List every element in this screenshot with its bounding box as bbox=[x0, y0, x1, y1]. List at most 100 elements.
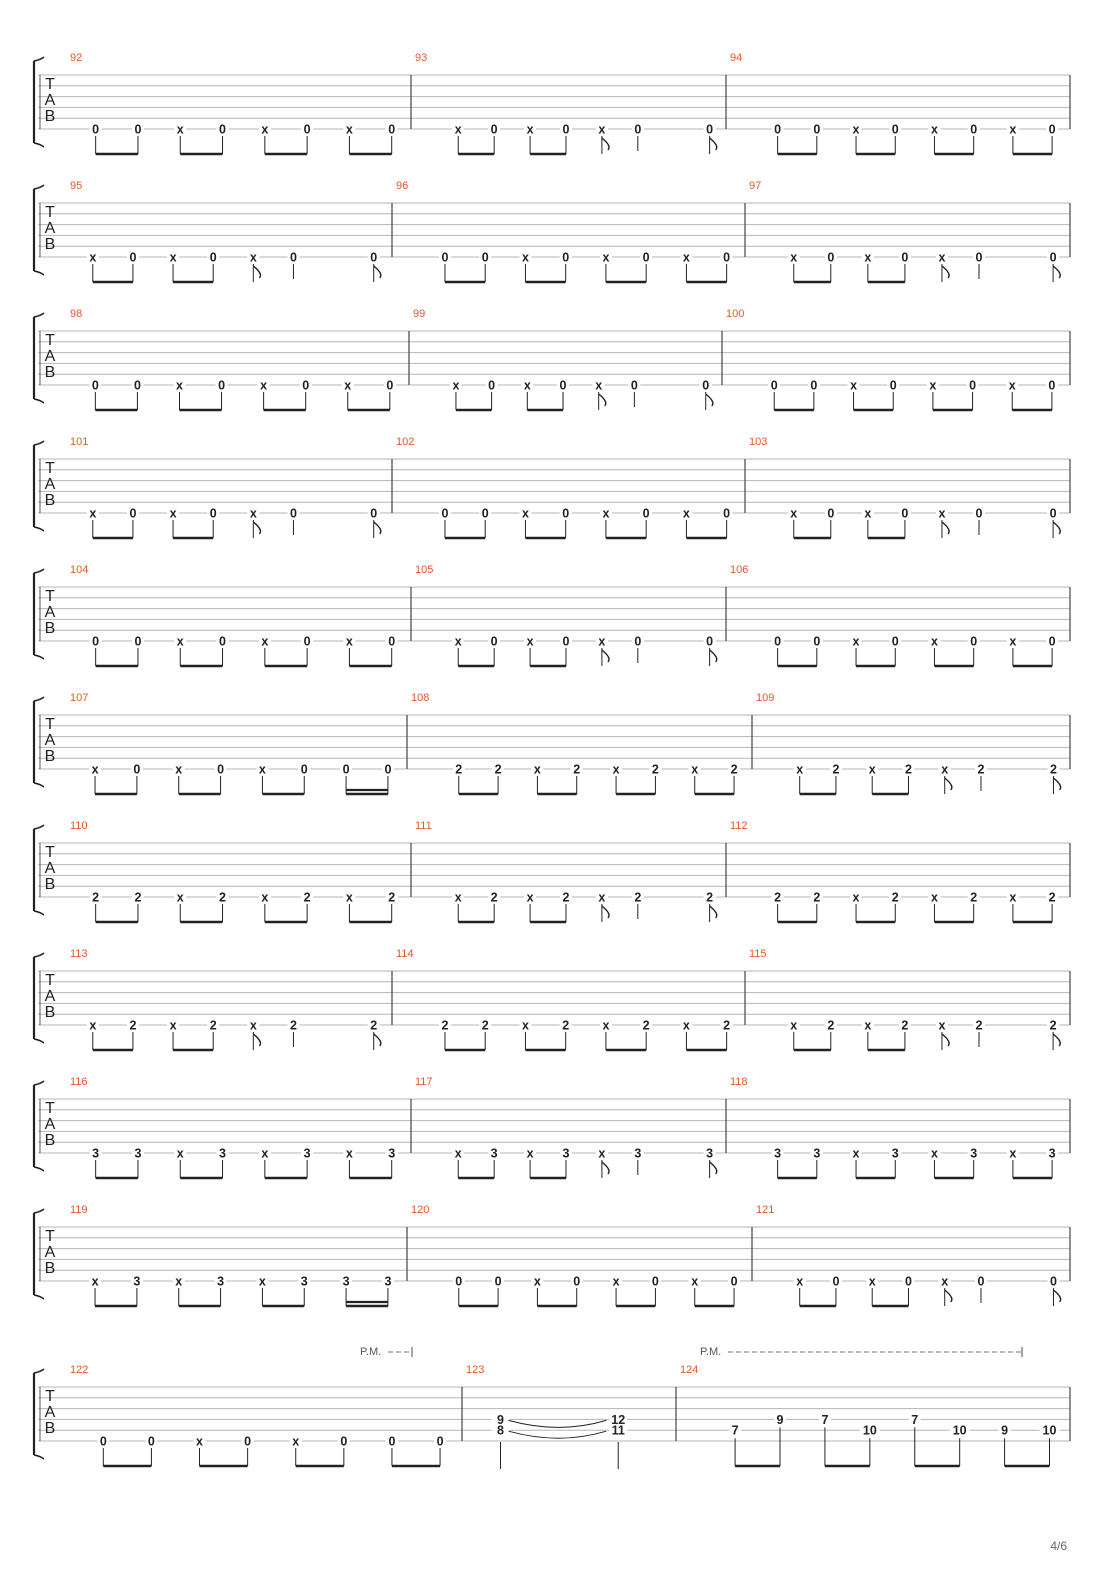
tab-clef-letter: A bbox=[45, 988, 56, 1005]
fret-number: 3 bbox=[634, 1147, 641, 1161]
note-background bbox=[1047, 763, 1060, 775]
fret-number: x bbox=[931, 891, 938, 905]
fret-number: 3 bbox=[301, 1275, 308, 1289]
fret-number: 0 bbox=[340, 1435, 347, 1449]
note-background bbox=[640, 507, 653, 519]
note-background bbox=[385, 1147, 398, 1159]
measure-number: 112 bbox=[730, 820, 748, 832]
fret-number: 0 bbox=[892, 635, 899, 649]
fret-number: x bbox=[177, 123, 184, 137]
note-background bbox=[889, 635, 902, 647]
fret-number: 0 bbox=[810, 379, 817, 393]
note-background bbox=[452, 123, 465, 135]
note-background bbox=[938, 1275, 951, 1287]
note-background bbox=[216, 1147, 229, 1159]
tab-clef-letter: B bbox=[45, 1420, 56, 1437]
fret-number: x bbox=[1009, 891, 1016, 905]
note-background bbox=[298, 763, 311, 775]
note-background bbox=[649, 763, 662, 775]
fret-number: 2 bbox=[482, 1019, 489, 1033]
note-background bbox=[928, 891, 941, 903]
fret-number: x bbox=[260, 379, 267, 393]
fret-number: 0 bbox=[219, 123, 226, 137]
note-background bbox=[131, 891, 144, 903]
fret-number: x bbox=[1009, 123, 1016, 137]
note-background bbox=[488, 1147, 501, 1159]
fret-number: 7 bbox=[732, 1424, 739, 1438]
note-background bbox=[343, 635, 356, 647]
measure-number: 110 bbox=[70, 820, 88, 832]
fret-number: 3 bbox=[219, 1147, 226, 1161]
fret-number: 0 bbox=[134, 379, 141, 393]
note-background bbox=[207, 507, 220, 519]
fret-number: x bbox=[602, 1019, 609, 1033]
note-background bbox=[174, 1147, 187, 1159]
note-background bbox=[258, 123, 271, 135]
eighth-flag bbox=[941, 1033, 950, 1047]
fret-number: x bbox=[522, 1019, 529, 1033]
fret-number: 2 bbox=[441, 1019, 448, 1033]
fret-number: x bbox=[527, 123, 534, 137]
note-background bbox=[488, 635, 501, 647]
note-background bbox=[859, 1424, 880, 1437]
note-background bbox=[967, 123, 980, 135]
note-background bbox=[559, 1019, 572, 1031]
measure-number: 94 bbox=[730, 52, 742, 64]
bracket-top-hook bbox=[33, 824, 45, 830]
note-background bbox=[438, 251, 451, 263]
fret-number: x bbox=[864, 507, 871, 521]
fret-number: x bbox=[175, 763, 182, 777]
fret-number: 2 bbox=[210, 1019, 217, 1033]
tab-clef-letter: T bbox=[45, 76, 55, 93]
fret-number: 0 bbox=[731, 1275, 738, 1289]
eighth-flag bbox=[705, 393, 714, 407]
fret-number: 0 bbox=[827, 507, 834, 521]
note-background bbox=[86, 251, 99, 263]
note-background bbox=[492, 763, 505, 775]
fret-number: 2 bbox=[892, 891, 899, 905]
eighth-flag bbox=[1053, 1289, 1062, 1303]
fret-number: 2 bbox=[977, 763, 984, 777]
note-background bbox=[559, 635, 572, 647]
note-background bbox=[949, 1424, 970, 1437]
fret-number: 0 bbox=[774, 123, 781, 137]
fret-number: x bbox=[455, 635, 462, 649]
note-background bbox=[829, 1275, 842, 1287]
fret-number: x bbox=[527, 635, 534, 649]
fret-number: x bbox=[1009, 379, 1016, 393]
fret-number: x bbox=[175, 1275, 182, 1289]
tie-curve bbox=[508, 1419, 607, 1428]
note-background bbox=[343, 123, 356, 135]
fret-number: x bbox=[853, 891, 860, 905]
fret-number: x bbox=[455, 891, 462, 905]
note-background bbox=[889, 891, 902, 903]
measure-number: 119 bbox=[70, 1204, 88, 1216]
bracket-top-hook bbox=[33, 952, 45, 958]
fret-number: x bbox=[250, 1019, 257, 1033]
note-background bbox=[452, 1275, 465, 1287]
fret-number: 2 bbox=[706, 891, 713, 905]
measure-number: 106 bbox=[730, 564, 748, 576]
note-background bbox=[492, 1275, 505, 1287]
note-background bbox=[1046, 1147, 1059, 1159]
fret-number: 0 bbox=[1050, 507, 1057, 521]
note-background bbox=[610, 1275, 623, 1287]
fret-number: 0 bbox=[977, 1275, 984, 1289]
palm-mute-label: P.M. bbox=[700, 1346, 721, 1358]
note-background bbox=[595, 1147, 608, 1159]
fret-number: 0 bbox=[134, 635, 141, 649]
tie-curve bbox=[508, 1430, 607, 1439]
bracket-bottom-hook bbox=[33, 142, 45, 148]
note-background bbox=[216, 635, 229, 647]
fret-number: x bbox=[595, 379, 602, 393]
note-background bbox=[131, 1147, 144, 1159]
note-background bbox=[680, 251, 693, 263]
fret-number: x bbox=[683, 1019, 690, 1033]
fret-number: x bbox=[346, 891, 353, 905]
note-background bbox=[131, 379, 144, 391]
bracket-top-hook bbox=[33, 696, 45, 702]
